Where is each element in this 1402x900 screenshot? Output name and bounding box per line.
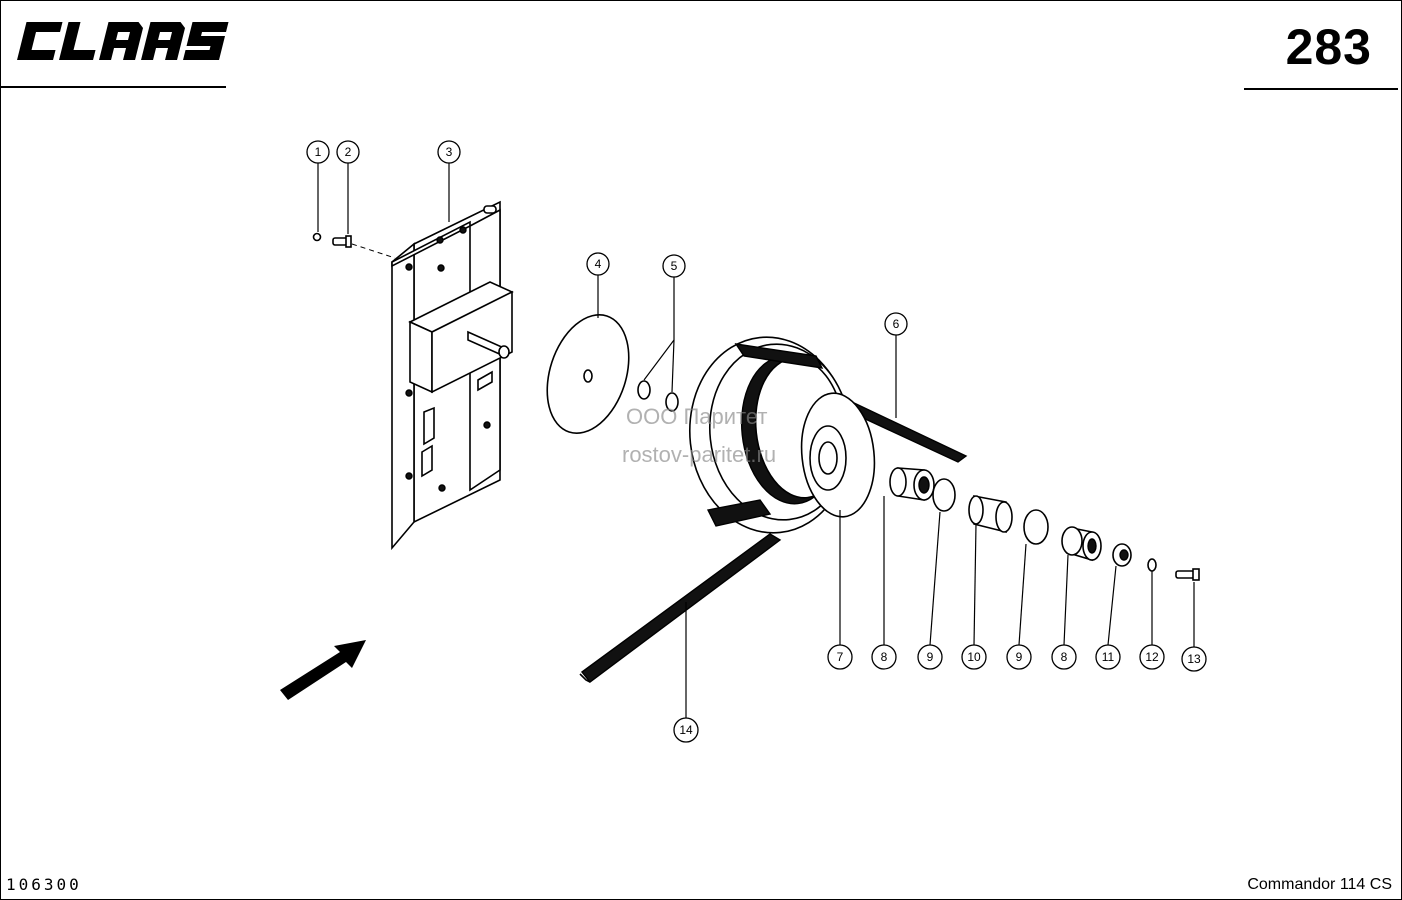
callout-6-label: 6 (893, 317, 900, 331)
callout-4-label: 4 (595, 257, 602, 271)
part-11-nut (1112, 543, 1132, 567)
callout-9-second-label: 9 (1016, 650, 1023, 664)
callout-13: 13 (1181, 646, 1207, 672)
callout-14: 14 (673, 717, 699, 743)
callout-3: 3 (437, 140, 461, 164)
callout-5: 5 (662, 254, 686, 278)
header-rule-left (0, 86, 226, 88)
part-10-sleeve (968, 495, 1013, 534)
claas-logo (8, 16, 236, 66)
part-5-washers (637, 380, 679, 412)
callout-11: 11 (1095, 644, 1121, 670)
callout-13-label: 13 (1187, 652, 1201, 666)
part-8-bearing-second (1061, 526, 1102, 562)
page-number: 283 (1285, 19, 1372, 75)
watermark-company: ООО Паритет (626, 404, 767, 429)
watermark-url: rostov-paritet.ru (622, 442, 776, 467)
part-12-washer (1147, 558, 1157, 572)
callout-8-label: 8 (881, 650, 888, 664)
callout-12-label: 12 (1145, 650, 1159, 664)
callout-12: 12 (1139, 644, 1165, 670)
part-14-belt (579, 533, 782, 683)
leader-lines (317, 163, 1195, 718)
callout-1: 1 (306, 140, 330, 164)
part-8-bearing (889, 467, 935, 501)
callout-5-label: 5 (671, 259, 678, 273)
callout-2-label: 2 (345, 145, 352, 159)
part-9-snap-ring (932, 478, 956, 512)
callout-1-label: 1 (315, 145, 322, 159)
callout-10: 10 (961, 644, 987, 670)
callout-11-label: 11 (1102, 650, 1115, 664)
callout-8: 8 (871, 644, 897, 670)
callout-6: 6 (884, 312, 908, 336)
part-9-snap-ring-second (1023, 509, 1049, 545)
callout-3-label: 3 (446, 145, 453, 159)
callout-9-label: 9 (927, 650, 934, 664)
callout-9: 9 (917, 644, 943, 670)
callout-14-label: 14 (679, 723, 693, 737)
callout-2: 2 (336, 140, 360, 164)
part-2-screw (332, 235, 352, 248)
part-7-pulley (688, 336, 876, 534)
part-1-washer (312, 232, 322, 242)
callout-4: 4 (586, 252, 610, 276)
callout-8-second: 8 (1051, 644, 1077, 670)
direction-arrow (280, 640, 366, 700)
header-rule-right (1244, 88, 1398, 90)
document-code: 106300 (6, 875, 82, 894)
part-13-bolt (1175, 568, 1200, 581)
part-4-disc (546, 314, 630, 434)
part-3-bracket (391, 200, 514, 551)
callout-8-second-label: 8 (1061, 650, 1068, 664)
callout-7: 7 (827, 644, 853, 670)
callout-9-second: 9 (1006, 644, 1032, 670)
callout-7-label: 7 (837, 650, 844, 664)
callout-10-label: 10 (967, 650, 981, 664)
model-name: Commandor 114 CS (1247, 876, 1392, 893)
